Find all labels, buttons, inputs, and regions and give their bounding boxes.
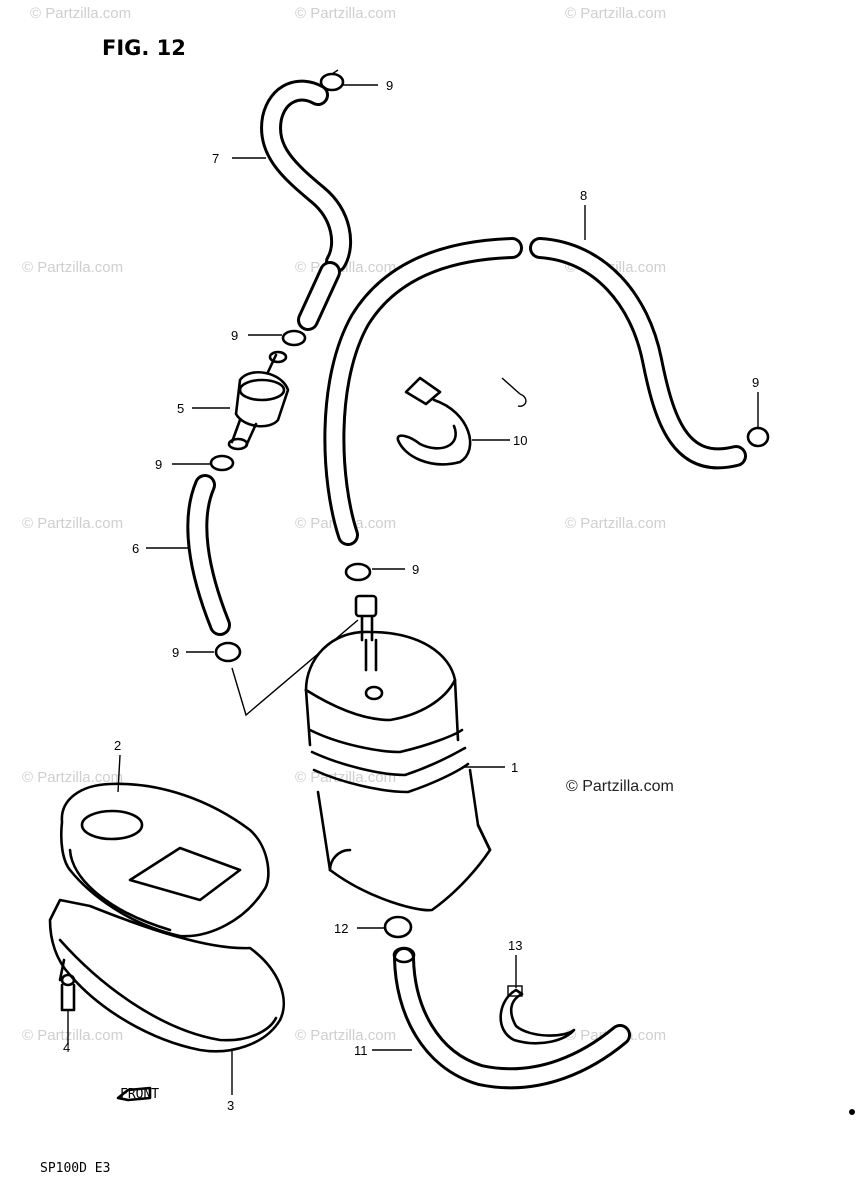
- callout-1: 1: [511, 760, 518, 775]
- front-arrow-icon: FRONT: [116, 1086, 159, 1102]
- watermark: © Partzilla.com: [295, 1027, 396, 1044]
- callout-5: 5: [177, 401, 184, 416]
- clamp-9-valve-lower: [209, 454, 235, 472]
- stray-mark: [849, 1109, 855, 1115]
- watermark: © Partzilla.com: [565, 515, 666, 532]
- hose-11: [392, 946, 631, 1090]
- leader-line: [231, 619, 359, 717]
- fitting-12: [383, 915, 413, 939]
- clamp-13: [499, 985, 576, 1045]
- front-arrow-label: FRONT: [120, 1087, 159, 1102]
- clip-small: [501, 377, 527, 407]
- clamp-9-right: [746, 426, 770, 448]
- callout-3: 3: [227, 1098, 234, 1113]
- clamp-9-top: [319, 69, 345, 92]
- callout-13: 13: [508, 938, 522, 953]
- callout-9: 9: [231, 328, 238, 343]
- watermark: © Partzilla.com: [22, 515, 123, 532]
- callouts: 9 7 8 9 5 9 10 9 6 9 9 1 2 12 13 11 3 4: [63, 78, 759, 1113]
- callout-11: 11: [354, 1043, 368, 1058]
- figure-title: FIG. 12: [102, 36, 186, 60]
- callout-8: 8: [580, 188, 587, 203]
- valve-5: [227, 350, 290, 451]
- watermark: © Partzilla.com: [22, 1027, 123, 1044]
- hose-8: [323, 237, 747, 546]
- callout-12: 12: [334, 921, 348, 936]
- watermark: © Partzilla.com: [22, 259, 123, 276]
- callout-leaders: [117, 84, 759, 1095]
- watermark: © Partzilla.com: [565, 5, 666, 22]
- callout-4: 4: [63, 1040, 70, 1055]
- callout-7: 7: [212, 151, 219, 166]
- watermark-main: © Partzilla.com: [566, 778, 674, 795]
- screw-4: [60, 973, 76, 1045]
- callout-10: 10: [513, 433, 527, 448]
- figure-footer: SP100D E3: [40, 1161, 110, 1176]
- callout-9: 9: [412, 562, 419, 577]
- callout-9: 9: [172, 645, 179, 660]
- clamp-9-middle: [344, 562, 372, 582]
- callout-9: 9: [752, 375, 759, 390]
- callout-9: 9: [386, 78, 393, 93]
- hose-6: [186, 474, 231, 636]
- watermark: © Partzilla.com: [22, 769, 123, 786]
- callout-2: 2: [114, 738, 121, 753]
- callout-6: 6: [132, 541, 139, 556]
- watermark: © Partzilla.com: [30, 5, 131, 22]
- hose-7-lower-segment: [297, 261, 341, 331]
- callout-9: 9: [155, 457, 162, 472]
- band-10: [396, 376, 472, 466]
- hose-7: [260, 79, 353, 273]
- tray-2: [59, 782, 270, 938]
- clamp-9-hose6-lower: [214, 641, 242, 663]
- canister-1: [304, 594, 492, 912]
- watermark: © Partzilla.com: [295, 5, 396, 22]
- clamp-9-upper-left: [281, 329, 307, 347]
